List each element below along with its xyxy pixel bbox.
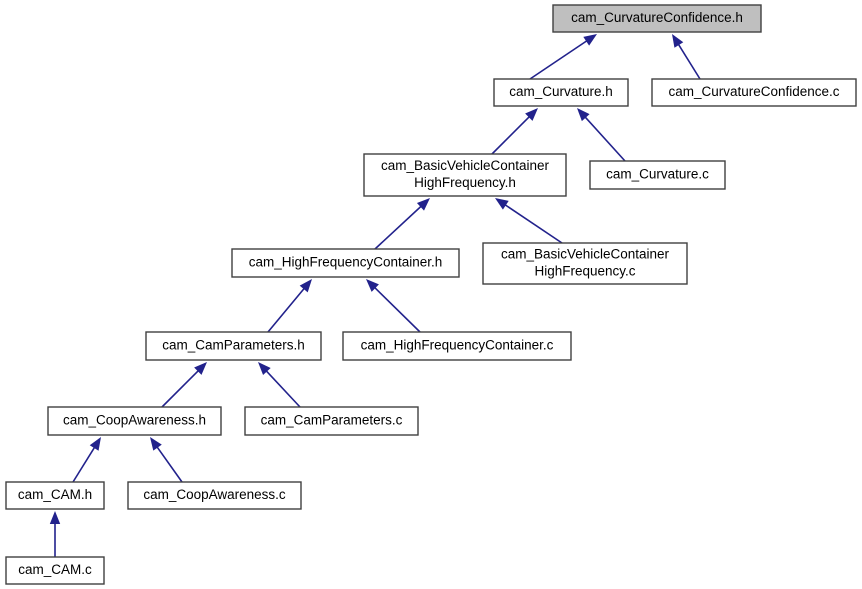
graph-node-cam-curvatureconfidence-c[interactable]: cam_CurvatureConfidence.c	[651, 78, 857, 107]
node-box[interactable]	[231, 248, 460, 278]
edge-arrowhead-icon	[366, 279, 379, 292]
graph-node-cam-coopawareness-h[interactable]: cam_CoopAwareness.h	[47, 406, 222, 436]
node-label: cam_CAM.h	[18, 487, 92, 502]
node-box[interactable]	[5, 481, 105, 510]
node-box[interactable]	[589, 160, 726, 190]
node-box[interactable]	[127, 481, 302, 510]
node-label: cam_CoopAwareness.c	[143, 487, 286, 502]
node-box[interactable]	[244, 406, 419, 436]
node-label: cam_CamParameters.c	[261, 413, 403, 428]
dependency-edge	[72, 437, 101, 483]
graph-node-cam-curvature-h[interactable]: cam_Curvature.h	[493, 78, 629, 107]
node-box[interactable]	[363, 153, 567, 197]
edge-arrowhead-icon	[194, 362, 207, 375]
edge-arrowhead-icon	[150, 437, 162, 451]
edge-line	[373, 286, 421, 333]
edge-line	[583, 115, 626, 162]
dependency-edge	[161, 362, 207, 408]
node-label: cam_Curvature.h	[509, 84, 613, 99]
dependency-edge	[672, 34, 701, 80]
edge-arrowhead-icon	[583, 34, 597, 46]
node-label: cam_BasicVehicleContainer	[381, 158, 550, 173]
edge-arrowhead-icon	[299, 279, 312, 293]
graph-node-cam-camparameters-h[interactable]: cam_CamParameters.h	[145, 331, 322, 361]
edges-layer	[49, 34, 701, 557]
node-label: cam_Curvature.c	[606, 167, 709, 182]
edge-line	[155, 445, 183, 483]
node-box[interactable]	[342, 331, 572, 361]
edge-line	[264, 369, 301, 408]
dependency-edge	[267, 279, 312, 333]
graph-node-cam-cam-h[interactable]: cam_CAM.h	[5, 481, 105, 510]
dependency-edge	[150, 437, 183, 483]
edge-arrowhead-icon	[416, 198, 430, 211]
node-label: cam_CoopAwareness.h	[63, 413, 206, 428]
edge-arrowhead-icon	[49, 511, 61, 524]
node-label: HighFrequency.h	[414, 175, 516, 190]
node-box[interactable]	[493, 78, 629, 107]
graph-node-cam-highfrequencycontainer-h[interactable]: cam_HighFrequencyContainer.h	[231, 248, 460, 278]
graph-node-cam-coopawareness-c[interactable]: cam_CoopAwareness.c	[127, 481, 302, 510]
dependency-edge	[577, 108, 626, 162]
edge-line	[161, 369, 200, 408]
dependency-edge	[374, 198, 430, 250]
graph-node-cam-cam-c[interactable]: cam_CAM.c	[5, 556, 105, 585]
node-label: cam_HighFrequencyContainer.h	[249, 255, 443, 270]
node-label: cam_CurvatureConfidence.h	[571, 10, 743, 25]
node-box[interactable]	[47, 406, 222, 436]
edge-arrowhead-icon	[258, 362, 271, 376]
node-box[interactable]	[482, 242, 688, 285]
edge-line	[503, 203, 563, 244]
edge-line	[374, 204, 423, 250]
node-box[interactable]	[552, 4, 762, 33]
edge-arrowhead-icon	[89, 437, 101, 451]
node-box[interactable]	[5, 556, 105, 585]
edge-arrowhead-icon	[495, 198, 509, 210]
edge-line	[491, 115, 531, 155]
node-box[interactable]	[651, 78, 857, 107]
node-label: cam_CAM.c	[18, 562, 92, 577]
graph-node-cam-curvatureconfidence-h[interactable]: cam_CurvatureConfidence.h	[552, 4, 762, 33]
nodes-layer: cam_CurvatureConfidence.h cam_Curvature.h…	[5, 4, 857, 585]
edge-arrowhead-icon	[577, 108, 590, 122]
edge-line	[72, 445, 96, 483]
edge-arrowhead-icon	[672, 34, 684, 48]
node-label: cam_CurvatureConfidence.c	[668, 84, 839, 99]
graph-node-cam-highfrequencycontainer-c[interactable]: cam_HighFrequencyContainer.c	[342, 331, 572, 361]
dependency-edge	[529, 34, 597, 80]
graph-node-cam-camparameters-c[interactable]: cam_CamParameters.c	[244, 406, 419, 436]
edge-arrowhead-icon	[525, 108, 538, 121]
dependency-edge	[495, 198, 563, 244]
node-label: cam_BasicVehicleContainer	[501, 247, 670, 262]
node-label: HighFrequency.c	[534, 264, 635, 279]
dependency-edge	[366, 279, 421, 333]
dependency-edge	[491, 108, 538, 155]
edge-line	[267, 286, 306, 333]
node-label: cam_CamParameters.h	[162, 338, 305, 353]
node-box[interactable]	[145, 331, 322, 361]
node-label: cam_HighFrequencyContainer.c	[361, 338, 554, 353]
dependency-edge	[258, 362, 301, 408]
edge-line	[529, 39, 589, 80]
graph-node-cam-curvature-c[interactable]: cam_Curvature.c	[589, 160, 726, 190]
dependency-edge	[49, 511, 61, 557]
edge-line	[677, 42, 701, 80]
